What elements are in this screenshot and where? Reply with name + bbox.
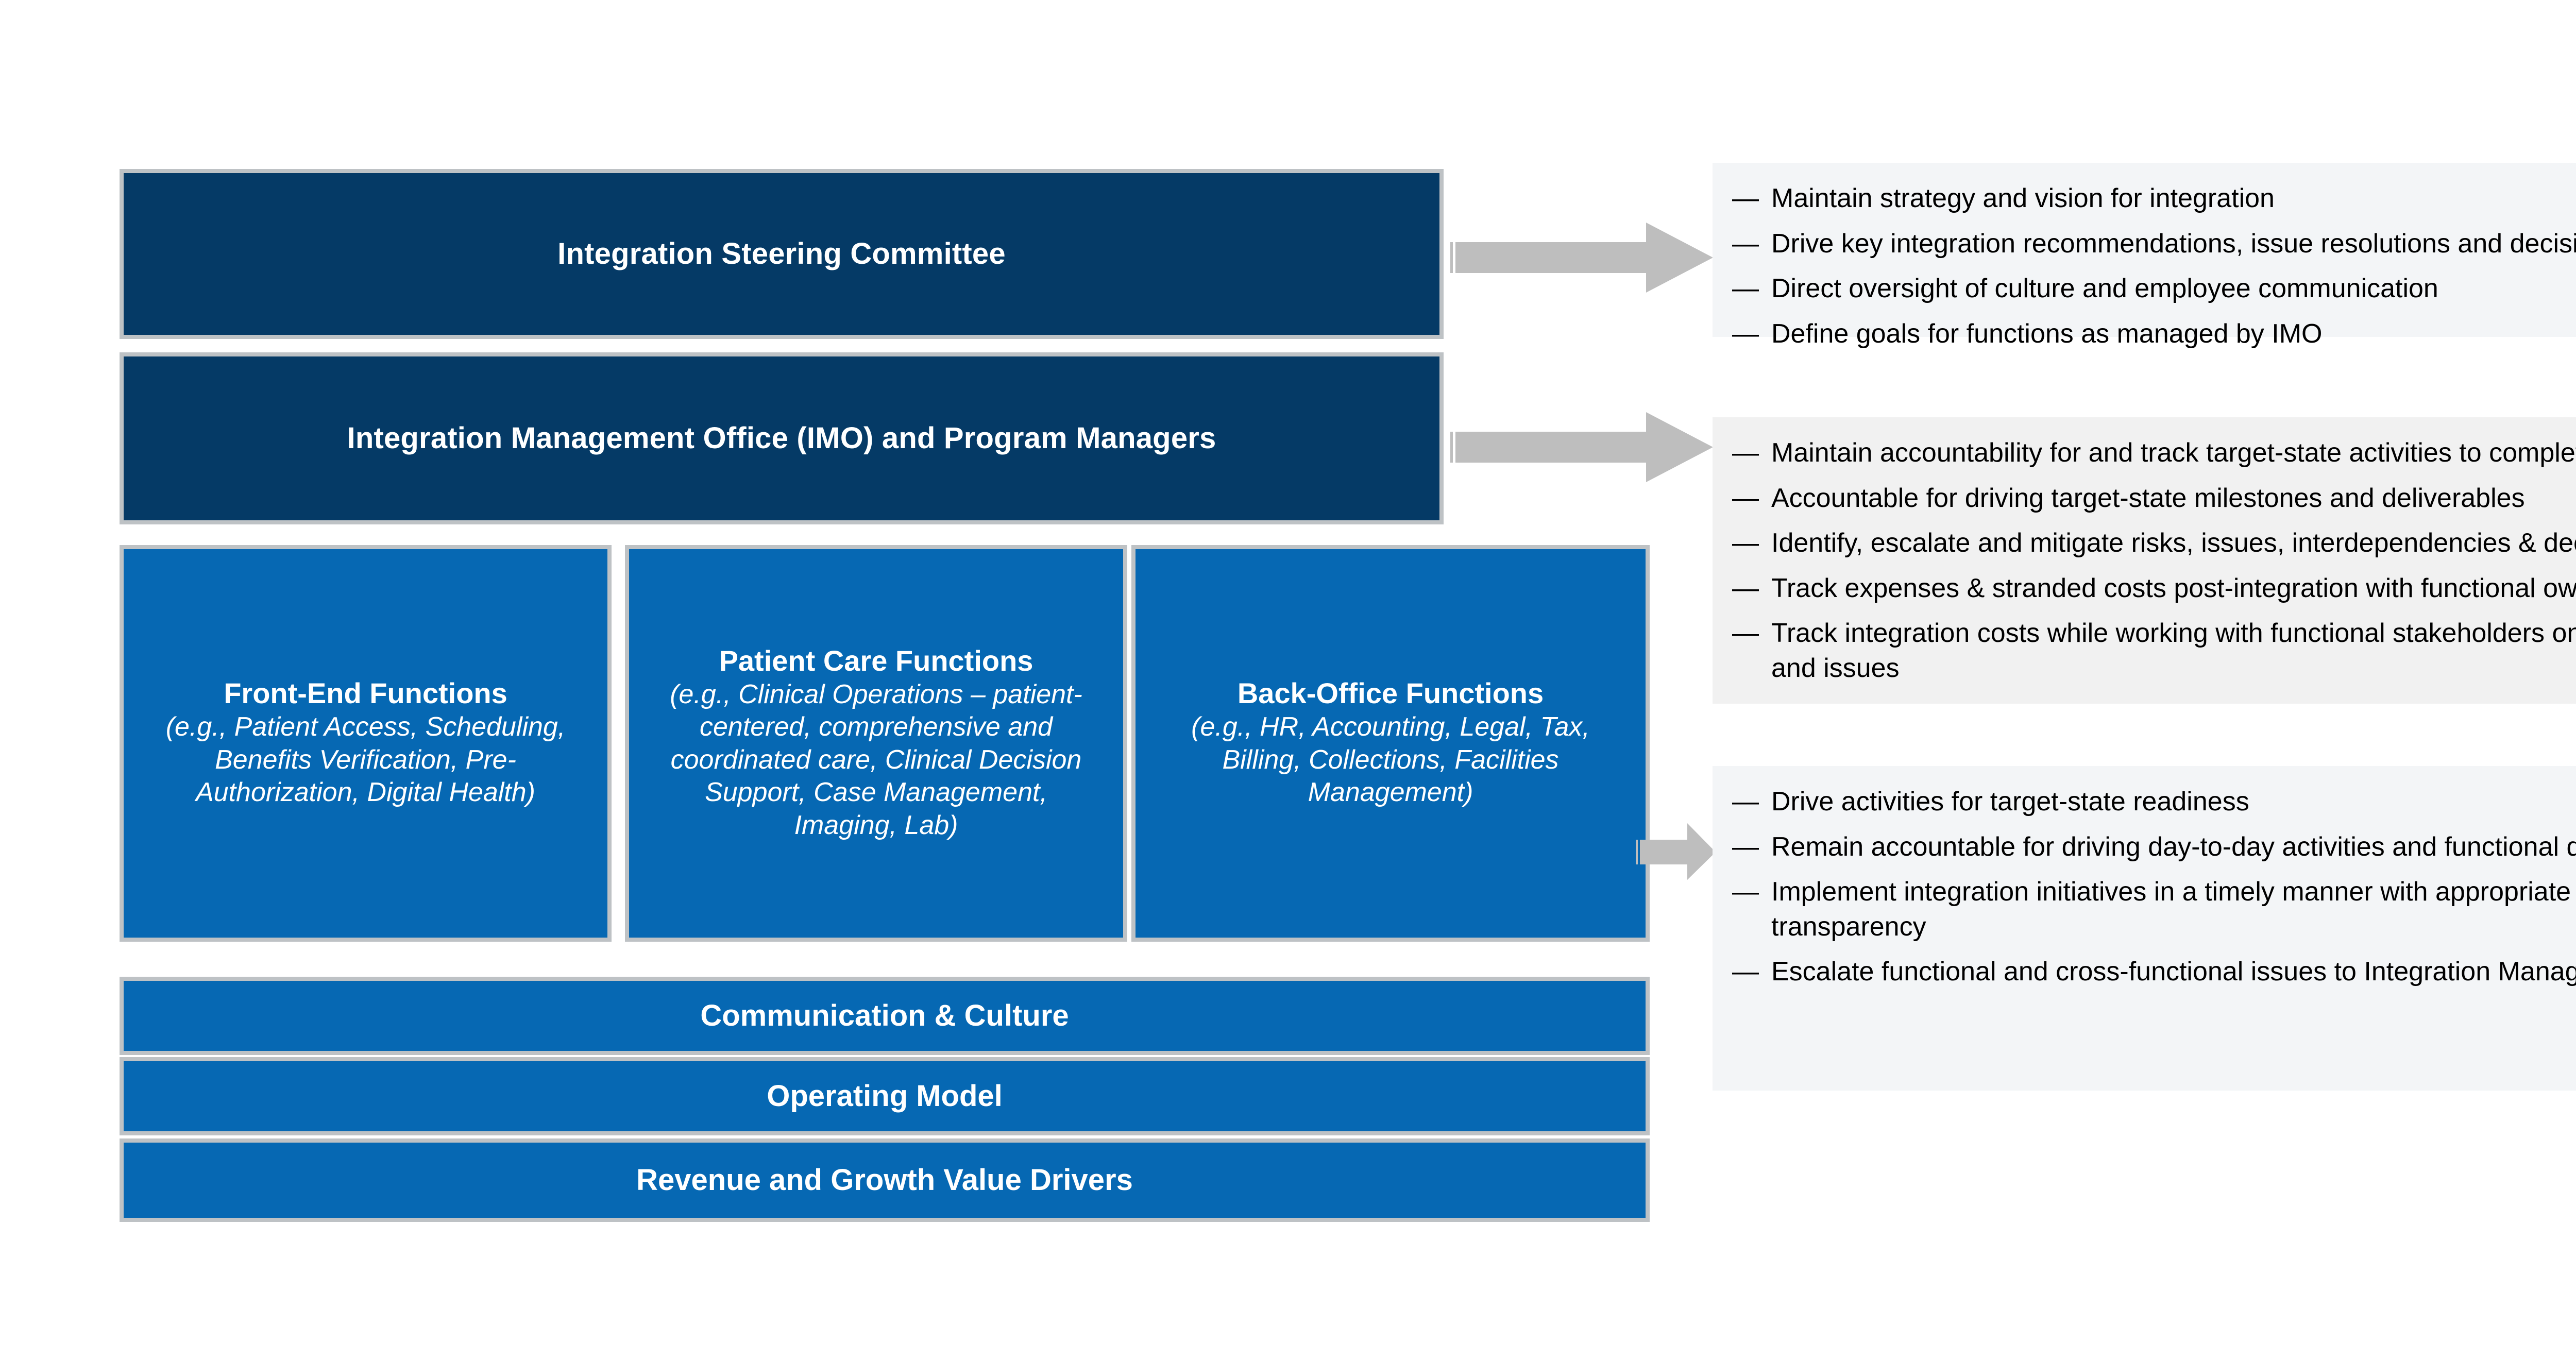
steering-committee-label: Integration Steering Committee bbox=[557, 236, 1006, 270]
foundation-bar-label-1: Operating Model bbox=[767, 1079, 1003, 1113]
imo-responsibilities-panel: — Maintain accountability for and track … bbox=[1713, 417, 2576, 704]
responsibility-bullet: — Identify, escalate and mitigate risks,… bbox=[1732, 526, 2576, 561]
responsibility-bullet: — Accountable for driving target-state m… bbox=[1732, 481, 2576, 516]
back-office-functions-box[interactable]: Back-Office Functions (e.g., HR, Account… bbox=[1131, 545, 1650, 942]
front-end-functions-box[interactable]: Front-End Functions (e.g., Patient Acces… bbox=[120, 545, 612, 942]
responsibility-bullet: — Track integration costs while working … bbox=[1732, 616, 2576, 686]
responsibility-bullet-text: Escalate functional and cross-functional… bbox=[1771, 957, 2576, 987]
dash-bullet-icon: — bbox=[1732, 877, 1759, 907]
responsibility-bullet-text: Drive key integration recommendations, i… bbox=[1771, 228, 2576, 259]
responsibility-bullet: — Track expenses & stranded costs post-i… bbox=[1732, 571, 2576, 606]
responsibility-bullet: — Drive activities for target-state read… bbox=[1732, 785, 2576, 820]
dash-bullet-icon: — bbox=[1732, 957, 1759, 987]
responsibility-bullet: — Implement integration initiatives in a… bbox=[1732, 875, 2576, 944]
responsibility-bullet-text: Track integration costs while working wi… bbox=[1771, 618, 2576, 683]
patient-care-functions-title: Patient Care Functions bbox=[719, 644, 1033, 677]
arrow-steering-to-panel1 bbox=[1450, 223, 1713, 293]
responsibility-bullet-text: Maintain strategy and vision for integra… bbox=[1771, 183, 2275, 213]
imo-box[interactable]: Integration Management Office (IMO) and … bbox=[120, 352, 1444, 524]
back-office-functions-subtitle: (e.g., HR, Accounting, Legal, Tax, Billi… bbox=[1191, 712, 1590, 808]
responsibility-bullet: — Remain accountable for driving day-to-… bbox=[1732, 830, 2576, 865]
responsibility-bullet: — Escalate functional and cross-function… bbox=[1732, 955, 2576, 990]
responsibility-bullet: — Drive key integration recommendations,… bbox=[1732, 227, 2576, 262]
dash-bullet-icon: — bbox=[1732, 573, 1759, 603]
front-end-functions-content: Front-End Functions (e.g., Patient Acces… bbox=[124, 677, 607, 809]
responsibility-bullet-text: Drive activities for target-state readin… bbox=[1771, 787, 2249, 817]
responsibility-bullet: — Direct oversight of culture and employ… bbox=[1732, 271, 2576, 307]
dash-bullet-icon: — bbox=[1732, 528, 1759, 558]
responsibility-bullet-text: Track expenses & stranded costs post-int… bbox=[1771, 573, 2576, 603]
responsibility-bullet-text: Maintain accountability for and track ta… bbox=[1771, 438, 2576, 468]
patient-care-functions-content: Patient Care Functions (e.g., Clinical O… bbox=[629, 644, 1123, 842]
dash-bullet-icon: — bbox=[1732, 228, 1759, 259]
front-end-functions-subtitle: (e.g., Patient Access, Scheduling, Benef… bbox=[165, 712, 566, 808]
foundation-bar-revenue-growth[interactable]: Revenue and Growth Value Drivers bbox=[120, 1138, 1650, 1222]
responsibility-bullet-text: Direct oversight of culture and employee… bbox=[1771, 274, 2438, 304]
foundation-bar-operating-model[interactable]: Operating Model bbox=[120, 1057, 1650, 1135]
responsibility-bullet-text: Remain accountable for driving day-to-da… bbox=[1771, 831, 2576, 862]
dash-bullet-icon: — bbox=[1732, 831, 1759, 862]
dash-bullet-icon: — bbox=[1732, 318, 1759, 349]
responsibility-bullet: — Maintain accountability for and track … bbox=[1732, 436, 2576, 471]
responsibility-bullet-text: Implement integration initiatives in a t… bbox=[1771, 877, 2576, 942]
patient-care-functions-subtitle: (e.g., Clinical Operations – patient-cen… bbox=[670, 679, 1082, 840]
functions-responsibilities-panel: — Drive activities for target-state read… bbox=[1713, 766, 2576, 1091]
front-end-functions-title: Front-End Functions bbox=[224, 677, 507, 710]
steering-committee-responsibilities-panel: — Maintain strategy and vision for integ… bbox=[1713, 163, 2576, 349]
foundation-bar-label-0: Communication & Culture bbox=[700, 999, 1069, 1033]
steering-committee-box[interactable]: Integration Steering Committee bbox=[120, 169, 1444, 339]
dash-bullet-icon: — bbox=[1732, 438, 1759, 468]
responsibility-bullet: — Maintain strategy and vision for integ… bbox=[1732, 181, 2576, 216]
imo-label: Integration Management Office (IMO) and … bbox=[347, 421, 1216, 455]
back-office-functions-title: Back-Office Functions bbox=[1237, 677, 1544, 710]
responsibility-bullet: — Define goals for functions as managed … bbox=[1732, 317, 2576, 352]
arrow-functions-to-panel3 bbox=[1636, 823, 1716, 880]
responsibility-bullet-text: Define goals for functions as managed by… bbox=[1771, 318, 2323, 349]
dash-bullet-icon: — bbox=[1732, 618, 1759, 649]
responsibility-bullet-text: Identify, escalate and mitigate risks, i… bbox=[1771, 528, 2576, 558]
dash-bullet-icon: — bbox=[1732, 274, 1759, 304]
dash-bullet-icon: — bbox=[1732, 483, 1759, 513]
foundation-bar-label-2: Revenue and Growth Value Drivers bbox=[636, 1163, 1133, 1197]
patient-care-functions-box[interactable]: Patient Care Functions (e.g., Clinical O… bbox=[625, 545, 1127, 942]
foundation-bar-communication-culture[interactable]: Communication & Culture bbox=[120, 977, 1650, 1055]
back-office-functions-content: Back-Office Functions (e.g., HR, Account… bbox=[1136, 677, 1646, 809]
dash-bullet-icon: — bbox=[1732, 787, 1759, 817]
dash-bullet-icon: — bbox=[1732, 183, 1759, 213]
responsibility-bullet-text: Accountable for driving target-state mil… bbox=[1771, 483, 2525, 513]
arrow-imo-to-panel2 bbox=[1450, 412, 1713, 482]
